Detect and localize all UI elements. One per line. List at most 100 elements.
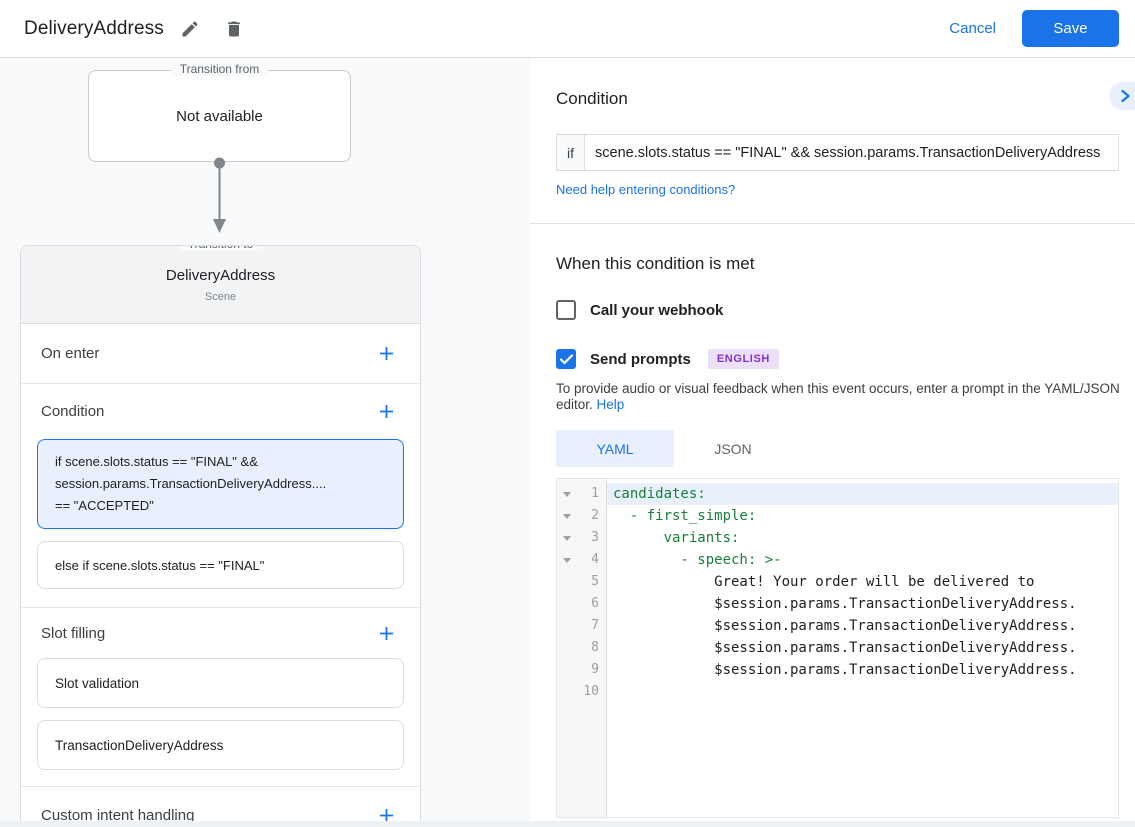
line-number: 10 <box>583 684 599 699</box>
on-enter-label: On enter <box>41 345 100 362</box>
condition-label: Condition <box>41 403 105 420</box>
slot-parameter-label: TransactionDeliveryAddress <box>55 737 224 753</box>
code-line[interactable] <box>607 681 1118 703</box>
custom-intent-label: Custom intent handling <box>41 806 195 824</box>
code-line[interactable]: candidates: <box>607 483 1118 505</box>
plus-icon <box>379 347 393 360</box>
gutter-cell: 7 <box>557 615 607 637</box>
tab-json[interactable]: JSON <box>674 430 792 467</box>
code-line[interactable]: - first_simple: <box>613 508 757 524</box>
code-row: 2 - first_simple: <box>557 505 1118 527</box>
add-on-enter-button[interactable] <box>374 342 398 366</box>
line-number: 9 <box>591 662 599 677</box>
send-prompts-label: Send prompts <box>590 350 691 368</box>
delete-scene-button[interactable] <box>216 11 252 47</box>
condition-heading: Condition <box>556 89 628 108</box>
line-number: 7 <box>591 618 599 633</box>
edit-title-button[interactable] <box>172 11 208 47</box>
code-line[interactable]: $session.params.TransactionDeliveryAddre… <box>613 596 1077 612</box>
gutter-cell: 5 <box>557 571 607 593</box>
code-row: 4 - speech: >- <box>557 549 1118 571</box>
webhook-option-row: Call your webhook <box>556 300 723 320</box>
on-enter-section: On enter <box>21 324 420 383</box>
yaml-code-editor[interactable]: 1 candidates: 2 - first_simple: 3 varian… <box>556 478 1119 818</box>
helper-text: To provide audio or visual feedback when… <box>556 381 1120 412</box>
plus-icon <box>379 808 393 822</box>
webhook-label: Call your webhook <box>590 301 724 319</box>
header-actions: Cancel Save <box>949 10 1119 47</box>
checkmark-icon <box>559 353 573 365</box>
pencil-icon <box>182 20 198 36</box>
editor-format-tabs: YAML JSON <box>556 430 792 467</box>
editor-gutter <box>557 479 607 817</box>
helper-help-link[interactable]: Help <box>596 397 625 412</box>
prompt-helper-text: To provide audio or visual feedback when… <box>556 381 1121 413</box>
condition-text-line: if scene.slots.status == "FINAL" && <box>55 454 258 469</box>
slot-validation-card[interactable]: Slot validation <box>37 658 404 708</box>
gutter-cell: 4 <box>557 549 607 571</box>
slot-parameter-card[interactable]: TransactionDeliveryAddress <box>37 720 404 770</box>
collapse-panel-button[interactable] <box>1109 82 1135 110</box>
code-line[interactable]: $session.params.TransactionDeliveryAddre… <box>613 618 1077 634</box>
condition-detail-panel: Condition if Need help entering conditio… <box>530 58 1135 827</box>
scene-card-header[interactable]: DeliveryAddress Scene <box>21 246 420 324</box>
condition-text-line: session.params.TransactionDeliveryAddres… <box>55 476 327 491</box>
fold-arrow-icon[interactable] <box>563 492 571 497</box>
webhook-checkbox[interactable] <box>556 300 576 320</box>
gutter-cell: 2 <box>557 505 607 527</box>
add-slot-button[interactable] <box>374 621 398 645</box>
code-line[interactable]: Great! Your order will be delivered to <box>613 574 1035 590</box>
transition-from-legend: Transition from <box>170 62 269 76</box>
fold-arrow-icon[interactable] <box>563 558 571 563</box>
when-condition-heading: When this condition is met <box>556 254 755 273</box>
trash-icon <box>227 21 240 36</box>
gutter-cell: 3 <box>557 527 607 549</box>
if-label: if <box>556 134 585 171</box>
gutter-cell: 1 <box>557 483 607 505</box>
add-condition-button[interactable] <box>374 400 398 424</box>
code-row: 10 <box>557 681 1118 703</box>
code-row: 6 $session.params.TransactionDeliveryAdd… <box>557 593 1118 615</box>
code-line[interactable]: - speech: >- <box>613 552 782 568</box>
code-row: 7 $session.params.TransactionDeliveryAdd… <box>557 615 1118 637</box>
plus-icon <box>379 405 393 418</box>
app-header: DeliveryAddress Cancel Save <box>0 0 1135 58</box>
send-prompts-option-row: Send prompts ENGLISH <box>556 349 779 369</box>
transition-to-legend: Transition to <box>178 246 263 251</box>
language-badge: ENGLISH <box>707 349 779 369</box>
custom-intent-section: Custom intent handling <box>21 787 420 827</box>
code-row: 1 candidates: <box>557 483 1118 505</box>
transition-from-status: Not available <box>176 107 263 125</box>
condition-expression-input[interactable] <box>585 134 1119 171</box>
slot-filling-section-header: Slot filling <box>21 608 420 658</box>
cancel-button[interactable]: Cancel <box>949 20 996 37</box>
fold-arrow-icon[interactable] <box>563 514 571 519</box>
line-number: 6 <box>591 596 599 611</box>
code-line[interactable]: variants: <box>613 530 740 546</box>
fold-arrow-icon[interactable] <box>563 536 571 541</box>
slot-validation-label: Slot validation <box>55 675 140 691</box>
condition-expression-row: if <box>556 134 1119 171</box>
code-line[interactable]: $session.params.TransactionDeliveryAddre… <box>613 640 1077 656</box>
else-condition-text: else if scene.slots.status == "FINAL" <box>55 557 265 573</box>
gutter-cell: 10 <box>557 681 607 703</box>
save-button[interactable]: Save <box>1022 10 1119 47</box>
line-number: 1 <box>591 486 599 501</box>
code-row: 8 $session.params.TransactionDeliveryAdd… <box>557 637 1118 659</box>
conditions-help-link[interactable]: Need help entering conditions? <box>556 182 736 197</box>
transition-from-box: Transition from Not available <box>88 62 351 162</box>
chevron-right-icon <box>1120 90 1130 102</box>
condition-card-else[interactable]: else if scene.slots.status == "FINAL" <box>37 541 404 589</box>
condition-text-line: == "ACCEPTED" <box>55 498 154 513</box>
transition-arrow <box>213 157 226 233</box>
add-custom-intent-button[interactable] <box>374 803 398 827</box>
condition-card-selected[interactable]: if scene.slots.status == "FINAL" && sess… <box>37 439 404 529</box>
bottom-edge-strip <box>0 821 1135 827</box>
code-row: 3 variants: <box>557 527 1118 549</box>
page-title: DeliveryAddress <box>24 17 164 39</box>
line-number: 5 <box>591 574 599 589</box>
code-line[interactable]: $session.params.TransactionDeliveryAddre… <box>613 662 1077 678</box>
line-number: 8 <box>591 640 599 655</box>
send-prompts-checkbox[interactable] <box>556 349 576 369</box>
tab-yaml[interactable]: YAML <box>556 430 674 467</box>
